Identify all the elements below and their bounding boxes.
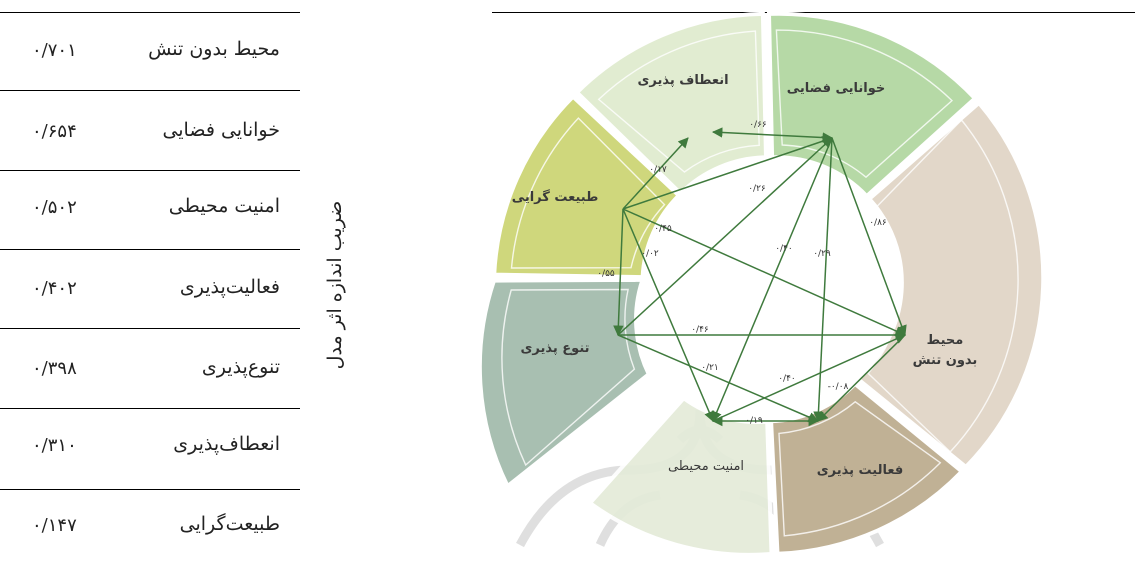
row-name-enetaf: انعطاف‌پذیری (173, 433, 280, 455)
segment-tanavo (477, 277, 652, 490)
figure-top-rule (492, 12, 1135, 13)
row-divider (0, 249, 300, 250)
relationship-arrows (613, 127, 907, 427)
coef-tanavo-mohit: ۰/۴۶ (691, 325, 709, 335)
coef-mohit-faaliat: -۰/۰۸ (828, 382, 849, 392)
arrow-tabiat-khanaei (622, 136, 833, 210)
row-value-tanavo: ۰/۳۹۸ (32, 358, 77, 379)
row-name-mohit: محیط بدون تنش (148, 38, 280, 60)
coef-khanaei-mohit: ۰/۸۶ (869, 218, 887, 228)
segment-khanaei (766, 11, 978, 199)
coef-amniat-faaliat: ۰/۱۹ (745, 416, 763, 426)
label-amniat: امنیت محیطی (668, 459, 744, 474)
label-enetaf: انعطاف پذیری (637, 73, 728, 88)
arrow-amniat-mohit (712, 334, 906, 422)
arrow-enetaf-khanaei (711, 127, 834, 143)
row-divider (0, 489, 300, 490)
arrow-tanavo-faaliat (617, 334, 819, 423)
row-divider (0, 408, 300, 409)
row-name-tanavo: تنوع‌پذیری (201, 356, 280, 378)
row-value-khanaei: ۰/۶۵۴ (32, 121, 77, 142)
segment-faaliat (769, 381, 965, 556)
label-tanavo: تنوع پذیری (520, 341, 589, 356)
table-top-rule (0, 12, 300, 13)
arrow-khanaei-mohit (831, 137, 907, 336)
row-value-tabiat: ۰/۱۴۷ (32, 515, 77, 536)
arrow-tabiat-tanavo (613, 208, 624, 337)
arrow-khanaei-amniat (711, 137, 833, 422)
label-mohit-line2: بدون تنش (913, 353, 978, 368)
row-name-tabiat: طبیعت‌گرایی (179, 513, 280, 535)
row-value-mohit: ۰/۷۰۱ (32, 40, 77, 61)
label-khanaei: خوانایی فضایی (787, 81, 886, 96)
row-divider (0, 328, 300, 329)
arrow-tabiat-amniat (622, 208, 715, 422)
coef-tabiat-tanavo: ۰/۵۵ (597, 269, 615, 279)
arrow-tabiat-enetaf (622, 137, 689, 210)
label-mohit-line1: محیط (927, 333, 964, 348)
row-value-faaliat: ۰/۴۰۲ (32, 278, 77, 299)
coef-tabiat-mohit: ۰/۴۵ (654, 224, 672, 234)
row-name-khanaei: خوانایی فضایی (162, 119, 280, 141)
coef-tabiat-enetaf: ۰/۱۷ (649, 165, 667, 175)
label-tabiat: طبیعت گرایی (512, 189, 599, 205)
coef-tanavo-khanaei: ۰/۴۰ (775, 244, 793, 254)
coef-tanavo-faaliat: ۰/۲۱ (701, 363, 719, 373)
label-faaliat: فعالیت پذیری (817, 463, 903, 478)
arrow-tabiat-mohit (622, 208, 906, 336)
coef-enetaf-khanaei: ۰/۶۶ (749, 120, 767, 130)
arrow-tanavo-khanaei (617, 137, 833, 336)
row-value-enetaf: ۰/۳۱۰ (32, 435, 77, 456)
arrow-khanaei-faaliat (813, 137, 833, 423)
coef-tabiat-amniat: ۰/۰۲ (641, 249, 659, 259)
row-divider (0, 170, 300, 171)
segment-enetaf (574, 11, 769, 197)
coef-tabiat-khanaei: ۰/۲۶ (748, 184, 766, 194)
row-name-amniat: امنیت محیطی (168, 195, 280, 217)
coef-khanaei-faaliat: ۰/۲۹ (813, 249, 831, 259)
row-divider (0, 90, 300, 91)
arrow-mohit-faaliat (817, 334, 906, 422)
coef-amniat-mohit: ۰/۴۰ (778, 374, 796, 384)
row-name-faaliat: فعالیت‌پذیری (179, 276, 280, 298)
row-value-amniat: ۰/۵۰۲ (32, 197, 77, 218)
